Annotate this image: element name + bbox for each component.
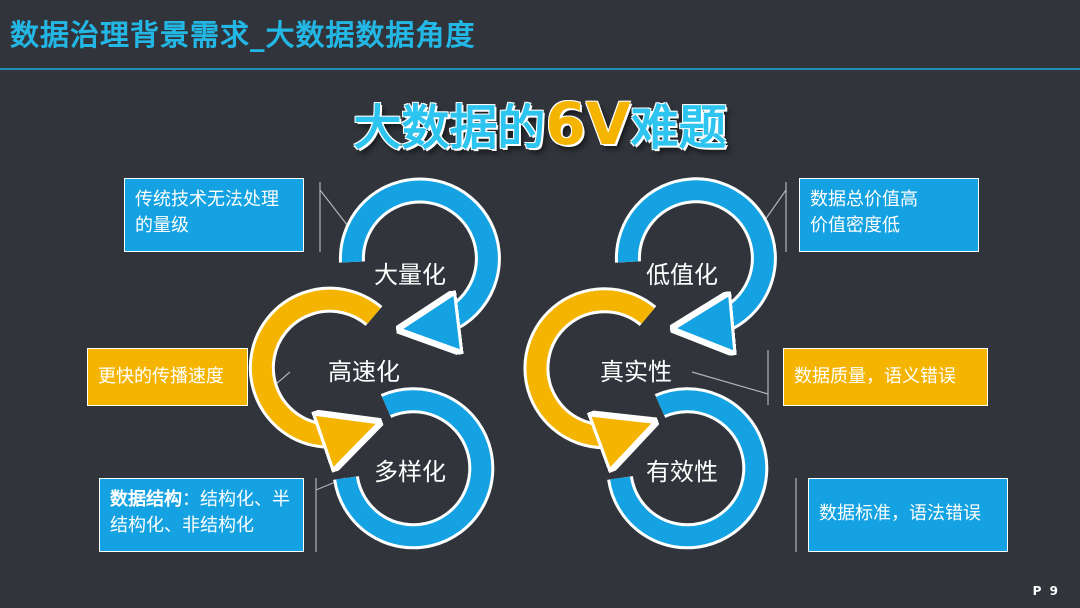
label-validity: 有效性 (646, 458, 718, 486)
label-value: 低值化 (646, 261, 718, 289)
slide-header-title: 数据治理背景需求_大数据数据角度 (10, 18, 476, 52)
callout-validity: 数据标准，语法错误 (808, 478, 1008, 552)
main-title: 大数据的6V难题 (0, 88, 1080, 158)
header-divider (0, 68, 1080, 70)
label-variety: 多样化 (374, 458, 446, 486)
main-title-suffix: 难题 (630, 100, 727, 156)
arc-validity (607, 387, 769, 550)
main-title-prefix: 大数据的 (353, 100, 546, 156)
label-velocity: 高速化 (328, 358, 400, 386)
callout-veracity: 数据质量，语义错误 (783, 348, 988, 406)
arc-volume (338, 177, 501, 326)
callout-value: 数据总价值高 价值密度低 (799, 178, 979, 252)
main-title-accent: 6V (545, 90, 631, 158)
label-volume: 大量化 (374, 261, 446, 289)
callout-velocity: 更快的传播速度 (87, 348, 248, 406)
callout-variety-bold: 数据结构 (110, 489, 182, 510)
callout-variety: 数据结构：结构化、半结构化、非结构化 (99, 478, 304, 552)
page-number: P 9 (1032, 584, 1060, 598)
callout-value-line2: 价值密度低 (810, 215, 900, 236)
arc-velocity (248, 286, 374, 436)
label-veracity: 真实性 (600, 358, 672, 386)
arc-veracity (523, 287, 648, 436)
callout-value-line1: 数据总价值高 (810, 189, 918, 210)
callout-volume: 传统技术无法处理的量级 (124, 178, 304, 252)
arc-value (614, 177, 777, 326)
callout-variety-text: ：结构化、半结构化、非结构化 (110, 489, 290, 536)
arc-variety (333, 387, 495, 550)
